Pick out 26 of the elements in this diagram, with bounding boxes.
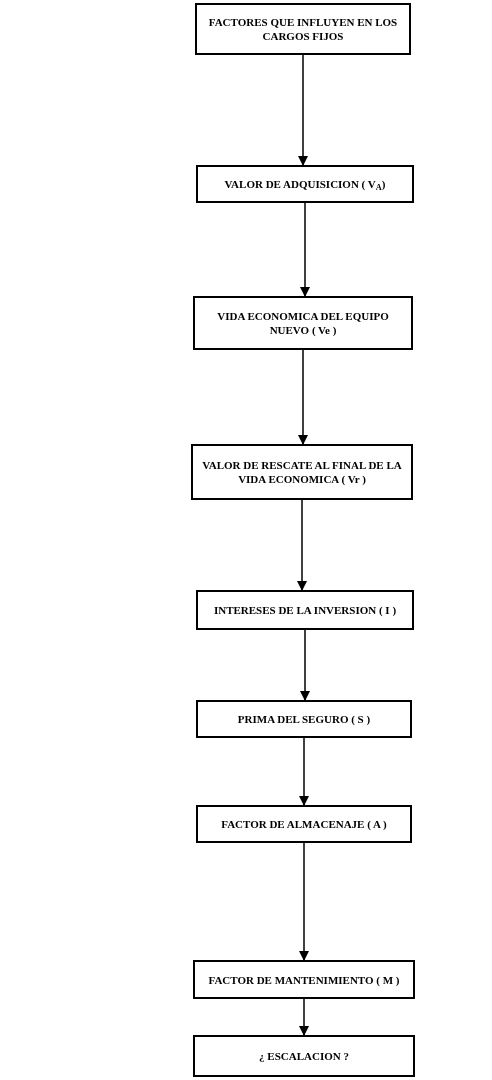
arrow bbox=[300, 629, 310, 701]
process-box bbox=[191, 444, 413, 500]
box-label: FACTOR DE ALMACENAJE ( A ) bbox=[221, 817, 387, 831]
box-label: ¿ ESCALACION ? bbox=[259, 1049, 349, 1063]
process-box bbox=[196, 700, 412, 738]
arrow bbox=[299, 737, 309, 806]
box-label: PRIMA DEL SEGURO ( S ) bbox=[237, 712, 371, 726]
arrow bbox=[298, 349, 308, 445]
process-box bbox=[195, 3, 411, 55]
process-box bbox=[193, 1035, 415, 1077]
process-box bbox=[193, 296, 413, 350]
arrow bbox=[299, 842, 309, 961]
process-box bbox=[196, 805, 412, 843]
process-box bbox=[196, 165, 414, 203]
arrow bbox=[300, 202, 310, 297]
box-label: VALOR DE ADQUISICION ( V$_{A}$) bbox=[224, 177, 386, 191]
process-box bbox=[193, 960, 415, 999]
arrow bbox=[298, 54, 308, 166]
box-label: FACTOR DE MANTENIMIENTO ( M ) bbox=[208, 972, 400, 987]
arrow bbox=[297, 499, 307, 591]
box-label: VIDA ECONOMICA DEL EQUIPO NUEVO ( Ve ) bbox=[216, 309, 390, 337]
arrow bbox=[299, 998, 309, 1036]
process-box bbox=[196, 590, 414, 630]
box-label: INTERESES DE LA INVERSION ( I ) bbox=[213, 603, 397, 617]
box-label: FACTORES QUE INFLUYEN EN LOS CARGOS FIJOS bbox=[207, 15, 399, 43]
box-label: VALOR DE RESCATE AL FINAL DE LA VIDA ECONOMICA ( Vr ) bbox=[201, 458, 403, 486]
